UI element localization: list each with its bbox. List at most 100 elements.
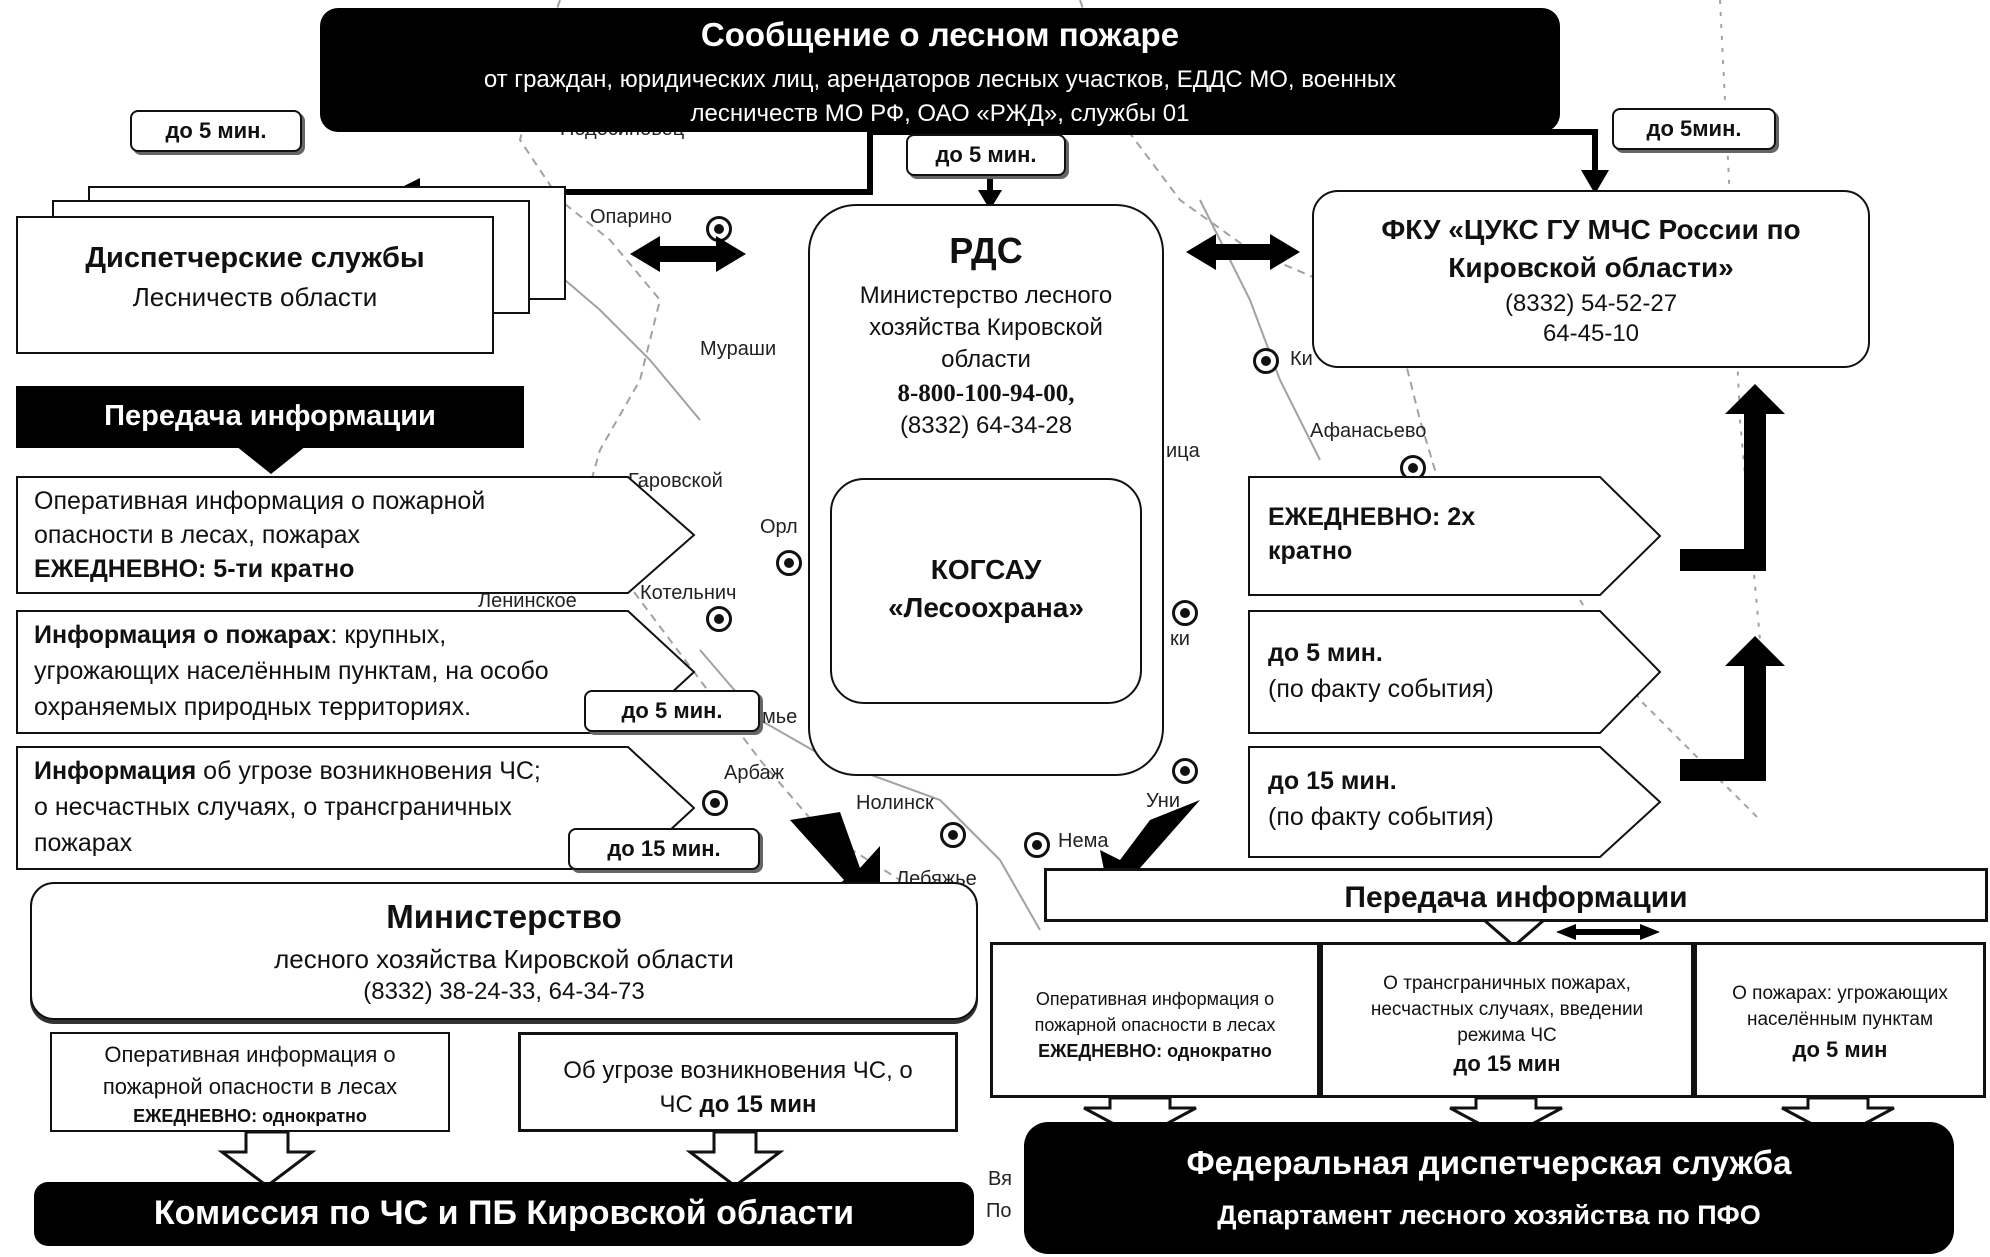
right-arrow-2-line2: (по факту события): [1268, 675, 1494, 703]
left-arrow-3-line1-bold: Информация: [34, 757, 197, 785]
ministry-box: Министерство лесного хозяйства Кировской…: [30, 882, 978, 1020]
map-label-pol: По: [986, 1200, 1012, 1222]
right-box-3-line2: населённым пунктам: [1746, 1009, 1934, 1030]
right-box-2-line3: режима ЧС: [1457, 1025, 1557, 1046]
map-label-itsa: ица: [1166, 440, 1200, 462]
ministry-title: Министерство: [386, 898, 622, 935]
map-label-vya: Вя: [988, 1168, 1012, 1190]
time-tag-left-top: до 5 мин.: [130, 110, 302, 152]
dispatch-title: Диспетчерские службы: [85, 242, 425, 274]
bottom-left-box-1-line1: Оперативная информация о: [104, 1042, 396, 1067]
time-tag-center-top: до 5 мин.: [906, 134, 1066, 176]
right-arrow-box-1: ЕЖЕДНЕВНО: 2х кратно: [1248, 476, 1662, 596]
map-label-afanasyevo: Афанасьево: [1310, 420, 1427, 442]
right-box-1-line2: пожарной опасности в лесах: [1034, 1015, 1276, 1035]
rds-box: РДС Министерство лесного хозяйства Киров…: [808, 204, 1164, 776]
bottom-left-box-1-line3: ЕЖЕДНЕВНО: однократно: [133, 1106, 367, 1126]
right-box-2-line2: несчастных случаях, введении: [1370, 999, 1644, 1020]
right-transfer-label: Передача информации: [1344, 881, 1688, 914]
map-label-kir: Ки: [1290, 348, 1313, 370]
left-transfer-label-box: Передача информации: [16, 386, 524, 448]
right-box-3-line3: до 5 мин: [1792, 1037, 1888, 1062]
bottom-left-box-2: Об угрозе возникновения ЧС, о ЧС до 15 м…: [518, 1032, 958, 1132]
time-tag-mid-left-2: до 15 мин.: [568, 828, 760, 870]
right-box-1-line1: Оперативная информация о: [1035, 989, 1275, 1009]
bottom-left-box-2-line2-pre: ЧС: [659, 1091, 700, 1118]
commission-label: Комиссия по ЧС и ПБ Кировской области: [153, 1194, 855, 1232]
rds-line2: хозяйства Кировской: [869, 314, 1103, 341]
ministry-phone: (8332) 38-24-33, 64-34-73: [363, 978, 645, 1005]
lesookhrana-box: КОГСАУ «Лесоохрана»: [830, 478, 1142, 704]
left-arrow-2-line1-bold: Информация о пожарах: [34, 621, 331, 649]
left-arrow-box-3: Информация об угрозе возникновения ЧС; о…: [16, 746, 696, 870]
map-label-orlov: Орл: [760, 516, 798, 538]
map-label-murashi: Мураши: [700, 338, 777, 360]
left-arrow-box-1: Оперативная информация о пожарной опасно…: [16, 476, 696, 594]
map-label-oparino: Опарино: [590, 206, 672, 228]
federal-bar: Федеральная диспетчерская служба Департа…: [1024, 1122, 1954, 1254]
map-dot-nema: [1024, 832, 1050, 858]
lesookhrana-line1: КОГСАУ: [930, 554, 1042, 585]
left-arrow-3-line1: Информация об угрозе возникновения ЧС;: [34, 754, 541, 788]
bottom-left-box-2-line2: ЧС до 15 мин: [521, 1091, 955, 1119]
fku-box: ФКУ «ЦУКС ГУ МЧС России по Кировской обл…: [1312, 190, 1870, 368]
right-transfer-pointer: [1484, 920, 1544, 948]
left-transfer-label: Передача информации: [104, 400, 436, 432]
fku-phone1: (8332) 54-52-27: [1504, 290, 1678, 317]
map-dot-kotelnich: [706, 606, 732, 632]
rds-title: РДС: [949, 230, 1023, 271]
rds-phone1: 8-800-100-94-00,: [897, 380, 1075, 407]
lesookhrana-line2: «Лесоохрана»: [888, 592, 1084, 623]
rds-phone2: (8332) 64-34-28: [899, 412, 1073, 439]
commission-bar: Комиссия по ЧС и ПБ Кировской области: [34, 1182, 974, 1246]
federal-title: Федеральная диспетчерская служба: [1186, 1144, 1792, 1181]
right-arrow-2-line1: до 5 мин.: [1268, 639, 1383, 667]
map-label-arbazh: Арбаж: [724, 762, 784, 784]
left-arrow-2-line1: Информация о пожарах: крупных,: [34, 618, 446, 652]
right-arrow-1-line1: ЕЖЕДНЕВНО: 2х: [1268, 503, 1476, 531]
left-arrow-2-line3: охраняемых природных территориях.: [34, 693, 472, 721]
left-arrow-3-line2: о несчастных случаях, о трансграничных: [34, 793, 512, 821]
bottom-left-box-1-line2: пожарной опасности в лесах: [102, 1074, 398, 1099]
left-arrow-1-line2: опасности в лесах, пожарах: [34, 521, 361, 549]
rds-line3: области: [941, 346, 1031, 373]
time-tag-mid-left-1: до 5 мин.: [584, 690, 760, 732]
right-box-2: О трансграничных пожарах, несчастных слу…: [1320, 942, 1694, 1098]
map-label-mye: мье: [762, 706, 798, 728]
right-arrow-box-2: до 5 мин. (по факту события): [1248, 610, 1662, 734]
right-arrow-3-line2: (по факту события): [1268, 803, 1494, 831]
map-label-uni: Уни: [1146, 790, 1181, 812]
fku-line1: ФКУ «ЦУКС ГУ МЧС России по: [1381, 214, 1801, 245]
map-dot-orlov: [776, 550, 802, 576]
map-dot-arbazh: [702, 790, 728, 816]
left-arrow-3-line1-rest: об угрозе возникновения ЧС;: [196, 757, 541, 785]
map-dot-nolinsk: [940, 822, 966, 848]
header-box: Сообщение о лесном пожаре от граждан, юр…: [320, 8, 1560, 132]
map-label-kotelnich: Котельнич: [640, 582, 737, 604]
right-arrow-box-3: до 15 мин. (по факту события): [1248, 746, 1662, 858]
map-label-ki2: ки: [1170, 628, 1190, 650]
rds-line1: Министерство лесного: [859, 282, 1113, 309]
right-arrow-3-line1: до 15 мин.: [1268, 767, 1397, 795]
map-label-lenin: Ленинское: [478, 590, 577, 612]
right-box-3-line1: О пожарах: угрожающих: [1732, 983, 1948, 1004]
left-arrow-3-line3: пожарах: [34, 829, 133, 857]
left-transfer-pointer: [236, 446, 306, 474]
header-subtitle-line1: от граждан, юридических лиц, арендаторов…: [483, 66, 1397, 93]
dispatch-subtitle: Лесничеств области: [132, 282, 378, 312]
bottom-left-box-1: Оперативная информация о пожарной опасно…: [50, 1032, 450, 1132]
right-box-1-line3: ЕЖЕДНЕВНО: однократно: [1038, 1041, 1272, 1061]
bottom-left-box-2-line1: Об угрозе возникновения ЧС, о: [563, 1057, 913, 1084]
left-arrow-2-line2: угрожающих населённым пунктам, на особо: [34, 657, 549, 685]
map-dot-ki2: [1172, 600, 1198, 626]
right-transfer-label-box: Передача информации: [1044, 868, 1988, 922]
map-label-nolinsk: Нолинск: [856, 792, 934, 814]
right-arrow-1-line2: кратно: [1268, 537, 1353, 565]
header-subtitle-line2: лесничеств МО РФ, ОАО «РЖД», службы 01: [690, 100, 1190, 127]
right-box-2-line1: О трансграничных пожарах,: [1383, 973, 1631, 994]
left-arrow-1-line1: Оперативная информация о пожарной: [34, 487, 486, 515]
map-dot-kir: [1253, 348, 1279, 374]
